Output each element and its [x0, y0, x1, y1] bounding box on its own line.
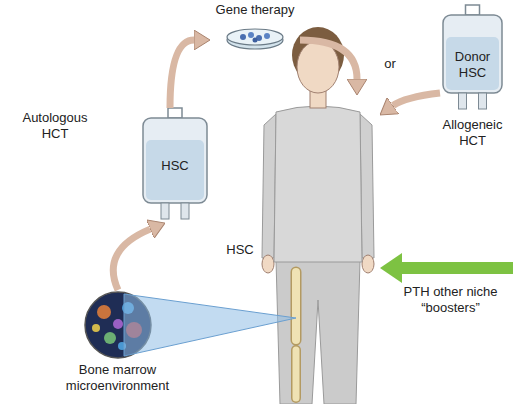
shape-part: [181, 203, 189, 219]
cell-label: HSC: [220, 242, 260, 258]
treatment-arrow: [402, 262, 513, 274]
shape-part: [297, 41, 339, 93]
bag-heading: Allogeneic HCT: [430, 117, 515, 149]
treatment-box: PTH other niche “boosters”: [388, 258, 513, 318]
shape-part: [276, 260, 360, 404]
circle-caption: Bone marrow microenvironment: [55, 362, 180, 394]
bag-label: HSC: [140, 158, 210, 174]
iv-bag: Donor HSCAllogeneic HCT: [440, 5, 505, 113]
shape-part: [291, 350, 301, 398]
shape-part: [264, 33, 270, 39]
shape-part: [362, 255, 374, 273]
connector-word: or: [378, 56, 402, 72]
shape-part: [240, 34, 246, 40]
shape-part: [248, 32, 254, 38]
bag-label: Donor HSC: [445, 49, 500, 81]
shape-part: [97, 305, 111, 319]
shape-part: [113, 319, 123, 329]
treatment-label: PTH other niche “boosters”: [388, 284, 513, 316]
iv-bag: HSCAutologous HCT: [140, 108, 210, 223]
shape-part: [126, 322, 142, 338]
flow-arrow: [300, 40, 357, 79]
shape-part: [161, 203, 169, 219]
shape-part: [466, 5, 480, 15]
shape-part: [293, 350, 300, 398]
flow-arrow: [393, 93, 440, 106]
shape-part: [262, 255, 274, 273]
shape-part: [292, 272, 300, 340]
shape-part: [85, 292, 151, 358]
flow-arrow: [170, 40, 194, 108]
shape-part: [168, 108, 182, 118]
shape-part: [291, 272, 302, 340]
human-figure-outline: [262, 95, 380, 404]
shape-part: [459, 93, 467, 109]
shape-part: [274, 106, 362, 262]
shape-part: [446, 37, 499, 90]
zoom-lens: [124, 294, 296, 356]
process-label: Gene therapy: [210, 2, 300, 18]
shape-part: [443, 15, 502, 93]
shape-part: [227, 29, 283, 45]
bag-heading: Autologous HCT: [15, 110, 95, 142]
shape-part: [253, 38, 258, 43]
shape-part: [479, 93, 487, 109]
shape-part: [92, 324, 100, 332]
shape-part: [104, 332, 116, 344]
flow-arrow: [113, 229, 150, 290]
shape-part: [118, 342, 126, 350]
shape-part: [122, 302, 134, 314]
gene-therapy-dish: Gene therapy: [210, 2, 300, 54]
human-figure: HSC: [262, 95, 380, 404]
marrow-circle: Bone marrow microenvironment: [55, 290, 180, 400]
